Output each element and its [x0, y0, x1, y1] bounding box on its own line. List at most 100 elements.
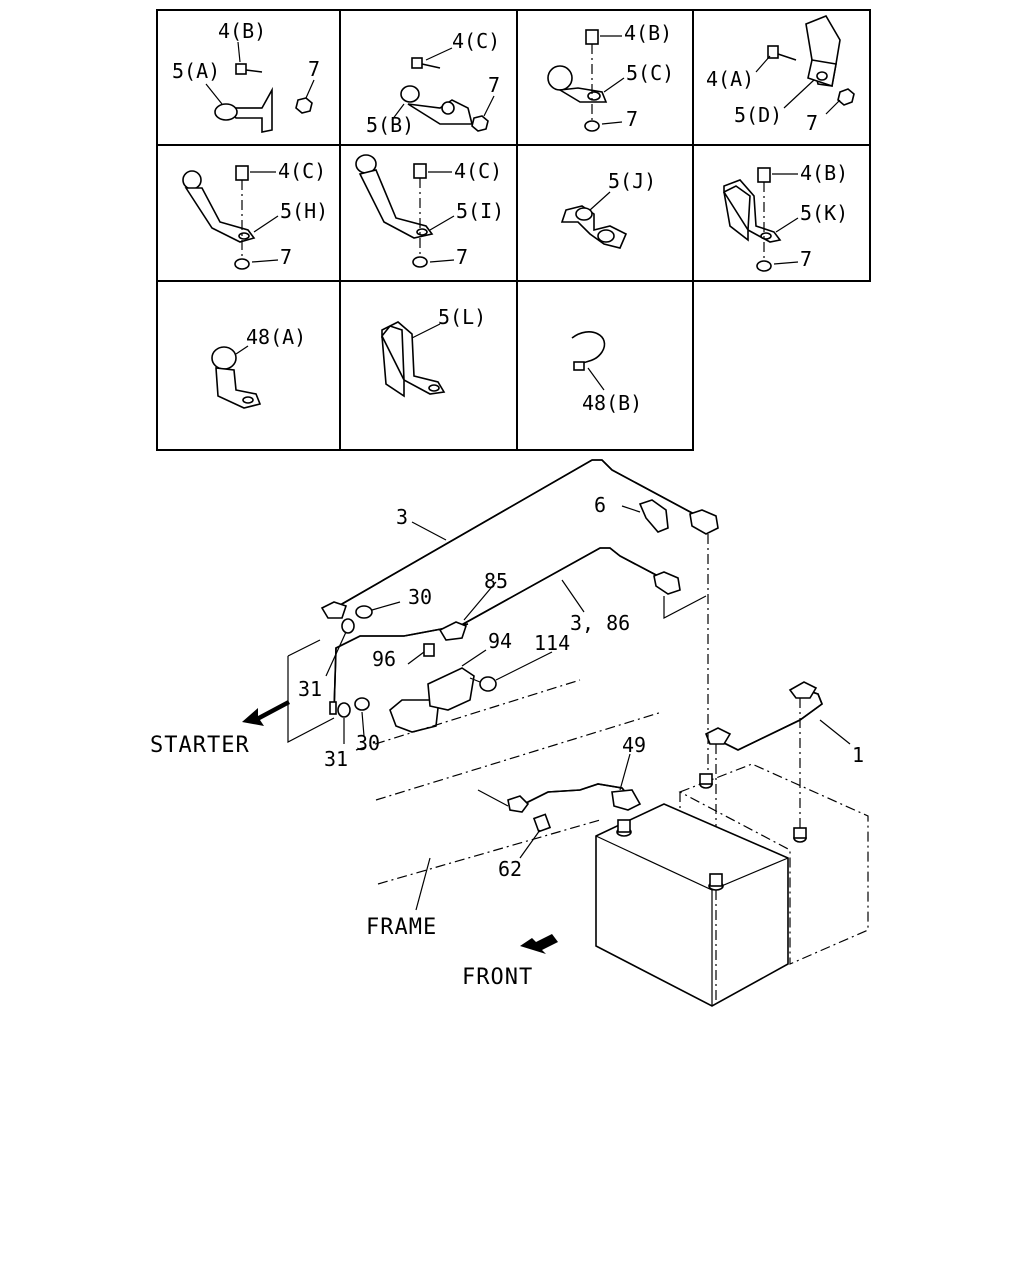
- cell1-label-1: 5(A): [172, 59, 220, 83]
- bolt-96-icon: [423, 643, 435, 657]
- cell2-label-2: 5(B): [366, 113, 414, 137]
- terminal-49-frame: [507, 795, 530, 813]
- cell-bracket-5h: 4(C) 5(H) 7: [182, 159, 328, 270]
- terminal-1-b: [788, 681, 818, 699]
- clip-5l-icon: [381, 321, 446, 395]
- terminal-86-end: [653, 571, 681, 595]
- cell5-label-0: 4(C): [278, 159, 326, 183]
- main-diagram: 3 6 30 85 3, 86 31 94 114 96 31 30 49 1 …: [150, 459, 869, 1007]
- bracket-48a-icon: [215, 367, 262, 409]
- front-label: FRONT: [462, 965, 533, 990]
- bolt-icon: [585, 29, 599, 45]
- cell9-label-0: 48(A): [246, 325, 306, 349]
- bolt-icon: [411, 57, 423, 69]
- cell3-label-1: 5(C): [626, 61, 674, 85]
- callout-31-top: 31: [298, 677, 322, 701]
- clip-6-icon: [638, 499, 669, 533]
- cell-clip-5l: 5(L): [381, 305, 486, 398]
- relay-block: [389, 699, 439, 733]
- parts-grid: [156, 9, 871, 451]
- frame-label: FRAME: [366, 915, 437, 940]
- nut-30-top: [355, 605, 373, 619]
- nut-icon: [234, 258, 250, 270]
- cell-bracket-5a: 4(B) 5(A) 7: [172, 19, 320, 133]
- nut-icon: [412, 256, 428, 268]
- cell-bracket-5c: 4(B) 5(C) 7: [547, 21, 674, 132]
- cell6-label-0: 4(C): [454, 159, 502, 183]
- cell-bracket-5d: 4(A) 5(D) 7: [706, 15, 855, 135]
- nut-icon: [471, 115, 489, 132]
- callout-6: 6: [594, 493, 606, 517]
- bolt-icon: [413, 163, 427, 179]
- washer-31-top: [341, 618, 355, 634]
- terminal-1-a: [704, 727, 732, 745]
- cell4-label-1: 5(D): [734, 103, 782, 127]
- bolt-icon: [235, 63, 247, 75]
- callout-85: 85: [484, 569, 508, 593]
- cell-bracket-5i: 4(C) 5(I) 7: [355, 154, 504, 269]
- bracket-5k-icon: [723, 179, 782, 243]
- cell7-label-0: 5(J): [608, 169, 656, 193]
- battery-front: [595, 803, 789, 1007]
- cell3-label-2: 7: [626, 107, 638, 131]
- bolt-62-icon: [532, 813, 552, 833]
- nut-icon: [584, 120, 600, 132]
- cell8-label-0: 4(B): [800, 161, 848, 185]
- callout-94: 94: [488, 629, 512, 653]
- callout-62: 62: [498, 857, 522, 881]
- starter-arrow-icon: [242, 700, 290, 726]
- callout-30-top: 30: [408, 585, 432, 609]
- bracket-5i-icon: [358, 169, 434, 239]
- callout-3: 3: [396, 505, 408, 529]
- cable-3: [327, 459, 695, 613]
- nut-icon: [756, 260, 772, 272]
- cell4-label-2: 7: [806, 111, 818, 135]
- callout-31-bottom: 31: [324, 747, 348, 771]
- callout-1: 1: [852, 743, 864, 767]
- bracket-5a-icon: [226, 86, 273, 133]
- bolt-icon: [767, 45, 779, 59]
- cell10-label-0: 5(L): [438, 305, 486, 329]
- bracket-5h-icon: [184, 187, 256, 243]
- cell-bracket-5b: 4(C) 7 5(B): [366, 29, 500, 137]
- callout-3-86: 3, 86: [570, 611, 630, 635]
- cell-bracket-5k: 4(B) 5(K) 7: [723, 161, 848, 272]
- cell2-label-0: 4(C): [452, 29, 500, 53]
- cell1-label-2: 7: [308, 57, 320, 81]
- cell6-label-1: 5(I): [456, 199, 504, 223]
- callout-49: 49: [622, 733, 646, 757]
- cable-tie-48b-icon: [571, 331, 606, 367]
- cell8-label-1: 5(K): [800, 201, 848, 225]
- cell1-label-0: 4(B): [218, 19, 266, 43]
- bracket-5b-icon: [407, 99, 474, 125]
- callout-30-bottom: 30: [356, 731, 380, 755]
- cell8-label-2: 7: [800, 247, 812, 271]
- nut-30-bottom: [354, 697, 370, 711]
- cell3-label-0: 4(B): [624, 21, 672, 45]
- callout-114: 114: [534, 631, 570, 655]
- callout-96: 96: [372, 647, 396, 671]
- front-arrow-icon: [520, 934, 558, 954]
- bolt-icon: [757, 167, 771, 183]
- terminal-3-start: [320, 601, 348, 619]
- washer-31-bottom: [337, 702, 351, 718]
- cell-bracket-48a: 48(A): [211, 325, 306, 409]
- nut-114-icon: [479, 676, 497, 692]
- cell-clip-5j: 5(J): [560, 169, 656, 249]
- cell5-label-2: 7: [280, 245, 292, 269]
- battery-cable-1: [717, 689, 823, 751]
- cell11-label-0: 48(B): [582, 391, 642, 415]
- cell2-label-1: 7: [488, 73, 500, 97]
- cell-tie-48b: 48(B): [571, 331, 642, 415]
- nut-icon: [295, 97, 313, 114]
- cell5-label-1: 5(H): [280, 199, 328, 223]
- cell4-label-0: 4(A): [706, 67, 754, 91]
- terminal-49-battery: [611, 789, 642, 811]
- cell6-label-2: 7: [456, 245, 468, 269]
- nut-icon: [837, 88, 855, 106]
- terminal-3-end: [689, 509, 719, 535]
- terminal-85: [438, 621, 467, 641]
- bolt-icon: [235, 165, 249, 181]
- clip-5j-icon: [560, 205, 628, 249]
